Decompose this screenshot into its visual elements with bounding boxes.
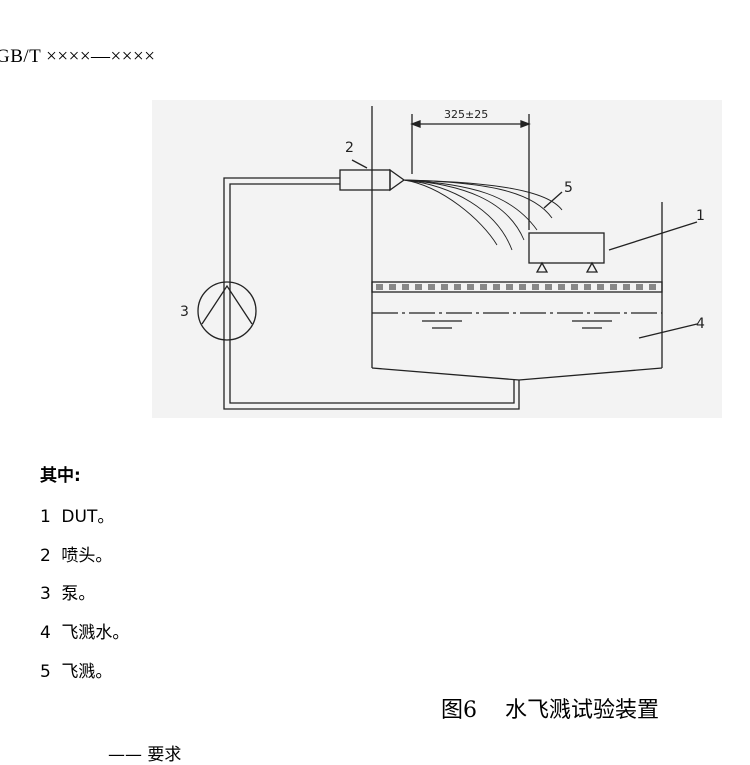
grate-slot xyxy=(545,284,552,290)
figure-caption: 图6 水飞溅试验装置 xyxy=(441,692,659,724)
grate-slot xyxy=(467,284,474,290)
grate-hatching xyxy=(376,284,656,290)
pump xyxy=(197,281,257,341)
legend-item: 1 DUT。 xyxy=(40,502,114,527)
grate-slot xyxy=(441,284,448,290)
legend-item-text: 泵。 xyxy=(61,584,96,604)
legend-item-number: 2 xyxy=(40,546,51,566)
grate-slot xyxy=(415,284,422,290)
legend-item: 4 飞溅水。 xyxy=(40,618,129,643)
grate-slot xyxy=(532,284,539,290)
legend-title: 其中: xyxy=(40,466,81,486)
grate-slot xyxy=(649,284,656,290)
dut-box xyxy=(528,232,605,264)
grate-slot xyxy=(558,284,565,290)
grate-slot xyxy=(610,284,617,290)
splash-test-figure: 325±25 2 3 5 1 4 xyxy=(152,100,722,418)
spray-curve xyxy=(403,179,538,231)
figure-title: 水飞溅试验装置 xyxy=(505,698,660,723)
standard-code-header: GB/T ××××—×××× xyxy=(0,46,156,67)
grate-slot xyxy=(623,284,630,290)
grate-slot xyxy=(584,284,591,290)
pipe-inner xyxy=(229,183,515,404)
grate-slot xyxy=(571,284,578,290)
legend-item-text: DUT。 xyxy=(61,507,115,527)
tank-bottom xyxy=(371,367,663,381)
legend-item-text: 飞溅。 xyxy=(61,662,113,682)
grate-slot xyxy=(506,284,513,290)
spray-curve xyxy=(403,179,563,211)
grate-slot xyxy=(493,284,500,290)
legend-item-number: 3 xyxy=(40,584,51,604)
grate-slot xyxy=(480,284,487,290)
legend-item-text: 飞溅水。 xyxy=(61,623,130,643)
spray-curve xyxy=(403,179,513,251)
legend-item-number: 1 xyxy=(40,507,51,527)
grate-slot xyxy=(454,284,461,290)
callout-3: 3 xyxy=(180,304,189,320)
grate-slot xyxy=(376,284,383,290)
grate xyxy=(371,281,663,293)
legend-item: 5 飞溅。 xyxy=(40,657,112,682)
legend-item-number: 4 xyxy=(40,623,51,643)
pipe-outer xyxy=(223,177,520,410)
legend-item: 3 泵。 xyxy=(40,579,95,604)
callout-2: 2 xyxy=(345,140,354,156)
callout-1: 1 xyxy=(696,208,705,224)
spray-curve xyxy=(403,179,553,219)
nozzle-body xyxy=(339,169,391,191)
grate-slot xyxy=(389,284,396,290)
callout-4: 4 xyxy=(696,316,705,332)
legend-item: 2 喷头。 xyxy=(40,541,112,566)
grate-slot xyxy=(519,284,526,290)
cut-off-text: —— 要求 xyxy=(108,745,182,765)
grate-slot xyxy=(428,284,435,290)
figure-drawing: 325±25 2 3 5 1 4 xyxy=(180,106,705,410)
grate-slot xyxy=(597,284,604,290)
figure-number: 图6 xyxy=(441,698,477,723)
callout-5: 5 xyxy=(564,180,573,196)
spray-curve xyxy=(403,179,498,246)
nozzle-tip xyxy=(389,168,406,192)
legend-item-number: 5 xyxy=(40,662,51,682)
dimension-label: 325±25 xyxy=(444,108,488,121)
grate-slot xyxy=(636,284,643,290)
legend-item-text: 喷头。 xyxy=(61,546,113,566)
spray-curve xyxy=(403,179,525,241)
grate-slot xyxy=(402,284,409,290)
